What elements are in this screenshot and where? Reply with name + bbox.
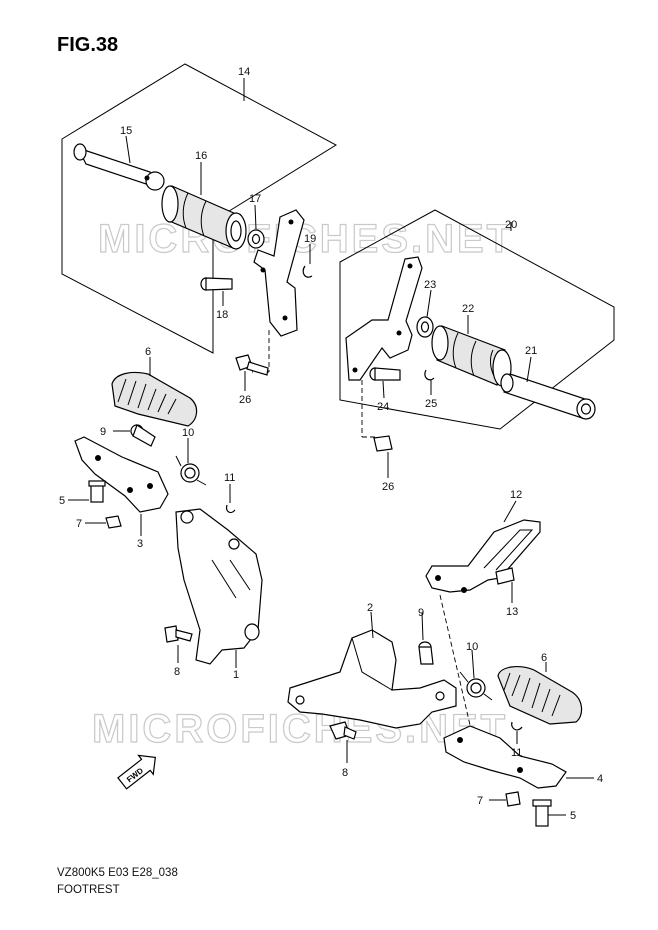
peg-shaft-21 — [500, 373, 596, 420]
callout-19: 19 — [304, 233, 316, 245]
assembly-group-20 — [339, 209, 615, 430]
callout-10-right: 10 — [466, 641, 478, 653]
footrest-rubber-6a — [111, 371, 198, 427]
clip-11b — [511, 721, 523, 731]
pin-24 — [369, 367, 401, 381]
callout-4: 4 — [597, 773, 603, 785]
callout-9-right: 9 — [418, 607, 424, 619]
callout-7-left: 7 — [76, 518, 82, 530]
peg-shaft-15 — [73, 143, 165, 191]
callout-5-right: 5 — [570, 810, 576, 822]
callout-14: 14 — [238, 66, 250, 78]
callout-11-left: 11 — [224, 472, 235, 484]
footrest-bracket-3 — [74, 436, 169, 513]
watermark-bottom: MICROFICHES.NET — [92, 707, 508, 751]
callout-20: 20 — [505, 219, 517, 231]
callout-7-right: 7 — [477, 795, 483, 807]
callout-8-right: 8 — [342, 767, 348, 779]
callout-15: 15 — [120, 125, 132, 137]
peg-rubber-16 — [161, 185, 247, 250]
bolt-13 — [495, 567, 515, 585]
callout-23: 23 — [424, 279, 436, 291]
bolt-5b — [532, 799, 552, 827]
callout-9-left: 9 — [100, 426, 106, 438]
forward-arrow-icon: FWD — [117, 754, 157, 790]
washer-17 — [247, 229, 265, 249]
nut-7b — [505, 791, 521, 807]
assembly-group-14 — [61, 63, 338, 354]
watermark-top: MICROFICHES.NET — [98, 217, 514, 261]
callout-11-right: 11 — [511, 747, 522, 759]
right-footrest-assembly — [287, 500, 594, 827]
pillion-bracket-12 — [425, 519, 541, 593]
callout-22: 22 — [462, 303, 474, 315]
pin-9b — [418, 641, 434, 665]
pin-18 — [200, 277, 233, 291]
callout-26-left: 26 — [239, 394, 251, 406]
callout-25: 25 — [425, 398, 437, 410]
bolt-26a — [235, 354, 269, 376]
nut-7a — [105, 515, 122, 529]
callout-1: 1 — [233, 669, 239, 681]
footrest-bracket — [253, 209, 305, 337]
peg-rubber-22 — [431, 325, 512, 387]
footrest-bracket-right — [345, 256, 423, 381]
bolt-26b — [373, 435, 393, 452]
callout-24: 24 — [377, 401, 389, 413]
clip-19 — [302, 265, 313, 278]
model-code: VZ800K5 E03 E28_038 — [57, 867, 178, 879]
callout-3: 3 — [137, 538, 143, 550]
clip-11a — [226, 504, 236, 514]
figure-title: FIG.38 — [57, 34, 118, 56]
bolt-5a — [88, 480, 106, 503]
left-footrest-assembly — [68, 357, 263, 668]
diagram-caption: FOOTREST — [57, 884, 120, 896]
clip-25 — [424, 369, 435, 381]
washer-23 — [416, 316, 434, 338]
spring-10b — [459, 671, 493, 701]
callout-26-right: 26 — [382, 481, 394, 493]
callout-18: 18 — [216, 309, 228, 321]
callout-17: 17 — [249, 193, 261, 205]
bolt-8a — [164, 625, 193, 643]
callout-8-left: 8 — [174, 666, 180, 678]
callout-6-right: 6 — [541, 652, 547, 664]
callout-13: 13 — [506, 606, 518, 618]
group-20-box — [339, 209, 615, 430]
bolt-8b — [329, 721, 357, 740]
pin-9a — [130, 424, 156, 447]
callout-6-left: 6 — [145, 346, 151, 358]
footrest-bracket-4 — [443, 725, 567, 789]
callout-2: 2 — [367, 602, 373, 614]
footrest-rubber-6b — [497, 666, 583, 725]
callout-10-left: 10 — [182, 427, 194, 439]
callout-12: 12 — [510, 489, 522, 501]
footrest-main-bracket-1 — [175, 508, 263, 665]
spring-10a — [175, 455, 207, 486]
callout-21: 21 — [525, 345, 537, 357]
callout-5-left: 5 — [59, 495, 65, 507]
callout-16: 16 — [195, 150, 207, 162]
